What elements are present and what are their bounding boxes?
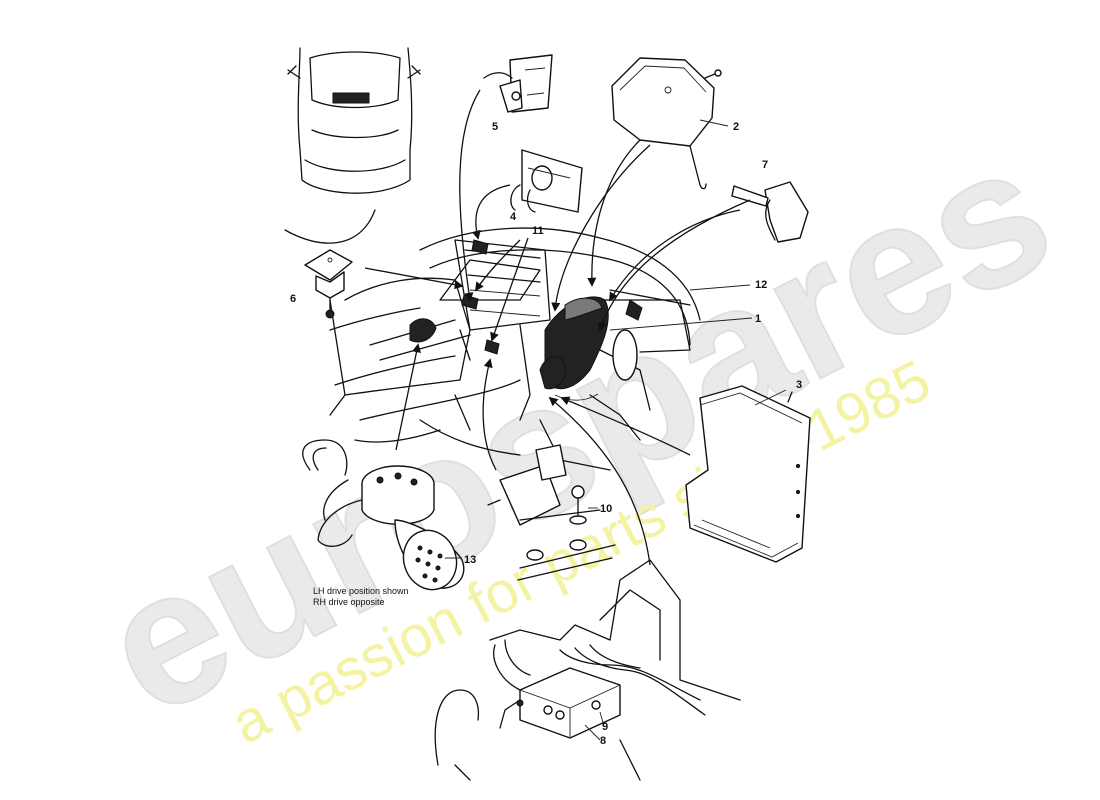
callout-7: 7 xyxy=(762,159,768,171)
note-line-1: LH drive position shown xyxy=(313,586,409,596)
leader-lines xyxy=(364,89,787,741)
callout-3: 3 xyxy=(796,379,802,391)
part-13-pump xyxy=(302,439,465,591)
part-5-bracket xyxy=(483,54,553,113)
callout-labels: 1 2 3 4 5 6 7 8 9 10 11 12 13 xyxy=(290,121,802,747)
drive-position-note: LH drive position shown RH drive opposit… xyxy=(313,586,409,607)
part-7-relay xyxy=(731,181,809,243)
callout-4: 4 xyxy=(510,211,517,223)
part-8-9-detail xyxy=(434,559,741,781)
callout-12: 12 xyxy=(755,279,767,291)
callout-5: 5 xyxy=(492,121,498,133)
dashboard-outline xyxy=(284,209,701,471)
note-line-2: RH drive opposite xyxy=(313,597,385,607)
callout-1: 1 xyxy=(755,313,761,325)
callout-8: 8 xyxy=(600,735,606,747)
callout-6: 6 xyxy=(290,293,296,305)
car-top-view xyxy=(287,47,421,194)
callout-11: 11 xyxy=(532,225,544,237)
part-6-bracket xyxy=(304,249,353,319)
callout-2: 2 xyxy=(733,121,739,133)
callout-13: 13 xyxy=(464,554,476,566)
part-4-sensor xyxy=(510,149,583,213)
callout-9: 9 xyxy=(602,721,608,733)
part-10-valve xyxy=(487,444,616,581)
part-2-control-unit xyxy=(611,57,722,190)
part-3-module xyxy=(685,385,811,563)
pump-grille xyxy=(415,545,443,583)
callout-10: 10 xyxy=(600,503,612,515)
